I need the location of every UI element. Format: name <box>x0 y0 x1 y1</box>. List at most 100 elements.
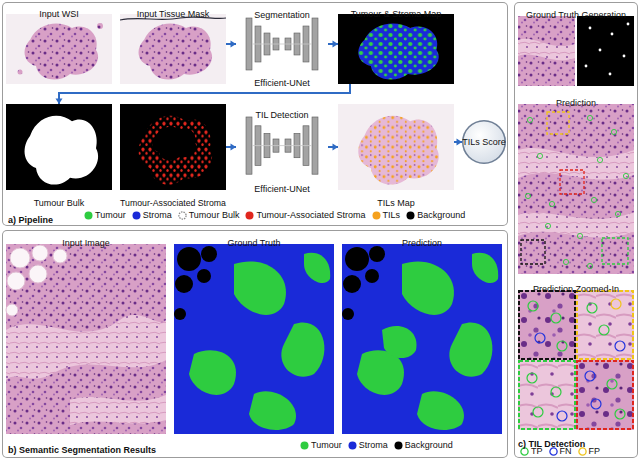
stroma-ground <box>342 244 502 434</box>
panel-box: c) TIL Detection Ground Truth GenerationP… <box>514 2 638 458</box>
image-panel: Ground Truth <box>174 232 334 434</box>
bulk-blob <box>25 116 99 185</box>
legend-swatch <box>348 441 357 450</box>
flow-arrow <box>328 41 338 48</box>
legend-item: Tumour Bulk <box>178 210 240 221</box>
text-slot: Prediction Zoomed-In <box>518 278 634 289</box>
slide-ground <box>338 104 454 190</box>
tumour-regions <box>342 246 498 430</box>
image-title: Prediction <box>402 238 442 248</box>
flow-arrow <box>454 139 462 146</box>
tumour-region <box>382 326 417 358</box>
dot-map <box>577 16 634 86</box>
stroma-streak <box>518 212 634 237</box>
text-slot: Prediction <box>342 232 502 243</box>
image-panel: Prediction <box>518 92 634 274</box>
text-slot: Efficient-UNet <box>236 178 328 189</box>
image-panel: Ground Truth Generation <box>518 4 634 86</box>
network-label: TIL Detection <box>255 110 308 120</box>
legend-item: Tumour-Associated Stroma <box>245 210 365 221</box>
ring-symbol <box>521 448 528 455</box>
map-image <box>338 14 454 84</box>
text-slot: TILs Score <box>462 120 506 164</box>
tils-blob <box>358 116 438 185</box>
zoom-box <box>547 112 569 134</box>
text-slot: Tumour Bulk <box>6 192 112 203</box>
til-dot <box>599 49 602 52</box>
image-panel: Input Tissue Mask <box>120 3 226 84</box>
text-slot: b) Semantic Segmentation Results <box>8 439 208 450</box>
text-slot: c) TIL Detection <box>518 433 634 444</box>
unet-icon <box>246 117 318 174</box>
text-slot: Tumour-Associated Stroma <box>120 192 226 203</box>
color-dot <box>301 442 309 450</box>
text-slot: Prediction <box>518 92 634 103</box>
image-panel: Input Image <box>6 232 166 434</box>
text-slot: Ground Truth Generation <box>518 4 634 15</box>
panel-label: a) Pipeline <box>8 215 53 225</box>
fat-cell <box>7 272 25 290</box>
legend-swatch <box>300 441 309 450</box>
zoom-box <box>602 238 628 264</box>
legend-label: Stroma <box>359 440 388 451</box>
arrow-head <box>231 144 237 151</box>
image-title: Input Tissue Mask <box>137 9 210 19</box>
panel-label: b) Semantic Segmentation Results <box>8 445 156 455</box>
map-ground <box>6 104 112 190</box>
prediction-image <box>518 104 634 274</box>
fat-cell <box>6 304 18 316</box>
legend-item: Background <box>406 210 465 221</box>
til-dot <box>623 55 626 58</box>
color-dot <box>85 212 93 220</box>
color-dot <box>394 442 402 450</box>
flow-arrow <box>226 144 236 151</box>
image-panel: Tumour-Associated Stroma <box>120 104 226 204</box>
text-slot: Segmentation <box>236 4 328 15</box>
network-label: Efficient-UNet <box>254 184 309 194</box>
legend-label: Tumour <box>311 440 342 451</box>
til-dot <box>627 23 630 26</box>
flow-arrow <box>328 144 338 151</box>
image-title: Tumour & Stroma Map <box>351 9 442 19</box>
legend-label: Stroma <box>143 210 172 221</box>
score-label: TILs Score <box>462 137 506 148</box>
text-slot: a) Pipeline <box>8 209 98 220</box>
legend: TumourStromaBackground <box>300 440 453 451</box>
legend-item: Tumour <box>300 440 342 451</box>
unet-icon <box>246 18 318 70</box>
legend: Tumour Stroma Tumour Bulk Tumour-Associated… <box>84 210 465 221</box>
tissue-blob <box>139 24 213 80</box>
arrow-head <box>231 41 237 48</box>
zoom-box <box>560 170 584 194</box>
color-dot <box>246 212 254 220</box>
fat-cell <box>10 248 30 268</box>
tissue-patch <box>518 16 575 86</box>
zoom-frame <box>577 291 633 359</box>
legend-label: TILs <box>383 210 401 221</box>
legend-item: TILs <box>372 210 401 221</box>
prediction-map <box>342 244 502 434</box>
panel-box: b) Semantic Segmentation Results Input Im… <box>2 230 508 458</box>
legend-label: Tumour <box>95 210 126 221</box>
legend-swatch <box>178 211 187 220</box>
image-title: Prediction <box>556 98 596 108</box>
image-panel: Tumour Bulk <box>6 104 112 204</box>
color-dot <box>348 442 356 450</box>
legend-swatch <box>394 441 403 450</box>
zoom-box <box>521 240 545 264</box>
til-rings <box>525 115 628 268</box>
legend-label: Tumour Bulk <box>189 210 240 221</box>
map-ground <box>338 14 454 84</box>
color-dot <box>372 212 380 220</box>
legend: TPFNFP <box>520 446 600 457</box>
text-slot: TIL Detection <box>236 104 328 115</box>
zoom-frame <box>519 361 575 429</box>
legend-swatch <box>132 211 141 220</box>
stroma-image <box>120 104 226 190</box>
image-title: Input WSI <box>39 9 79 19</box>
til-dot <box>609 73 612 76</box>
network-label: Segmentation <box>254 10 310 20</box>
ground-truth-map <box>174 244 334 434</box>
text-slot: TILs Map <box>338 192 454 203</box>
